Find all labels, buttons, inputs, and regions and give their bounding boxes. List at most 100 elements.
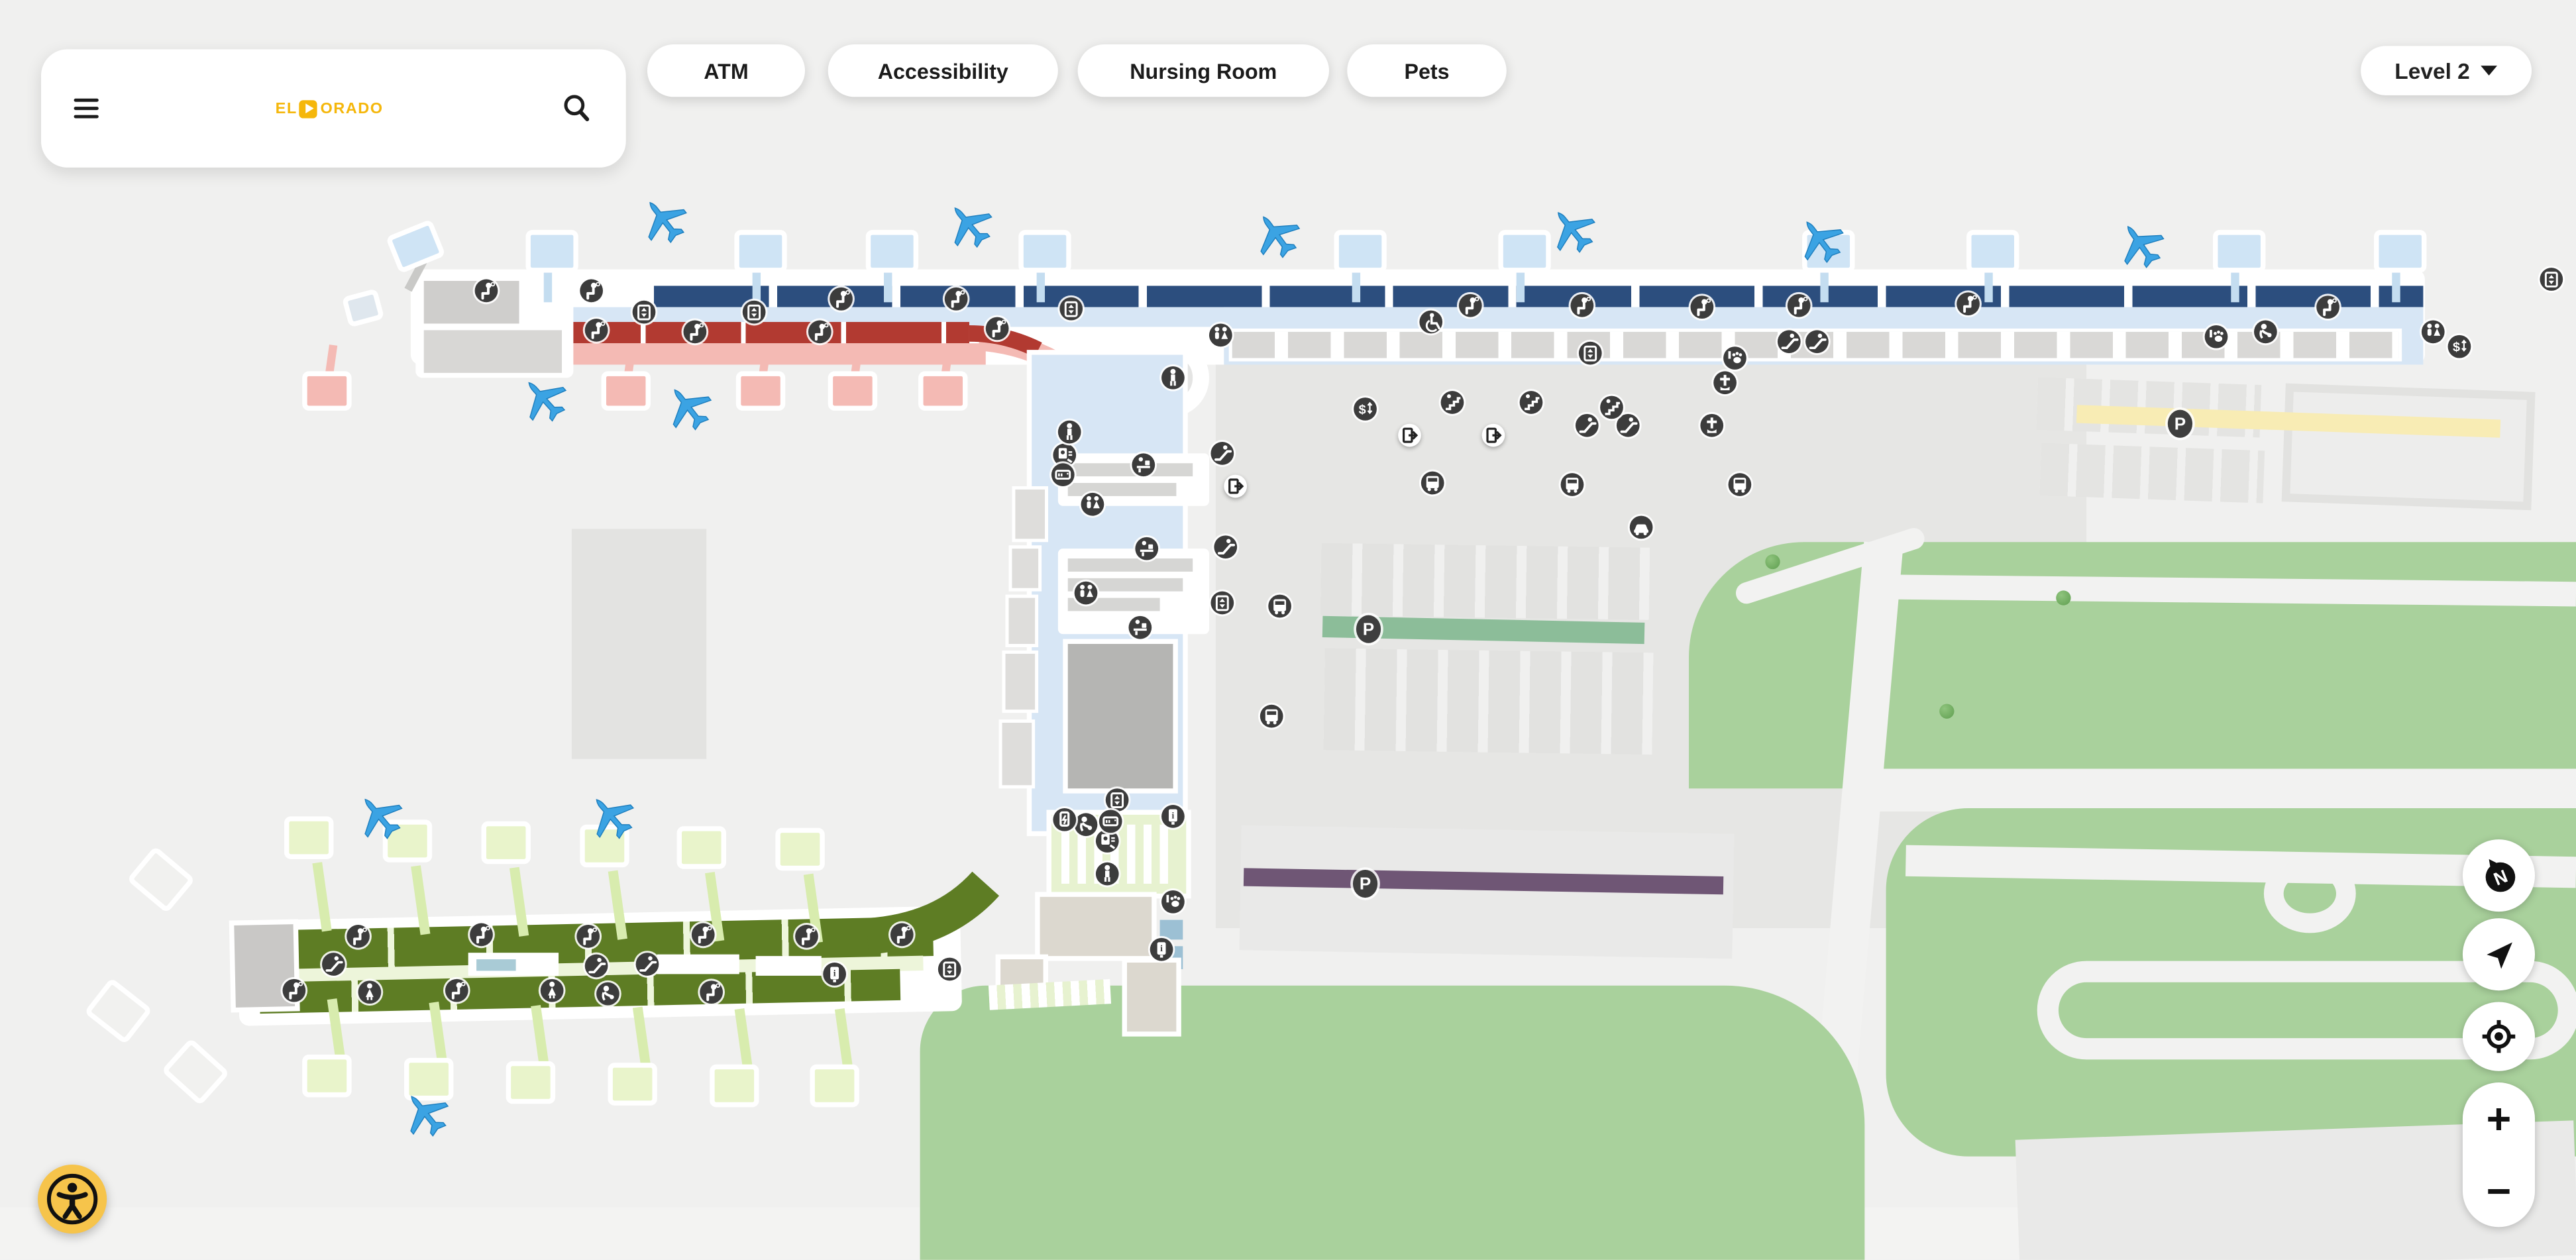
filter-chip-pets[interactable]: Pets	[1347, 44, 1507, 97]
seat-icon[interactable]	[700, 980, 724, 1004]
passport-icon[interactable]	[1095, 829, 1119, 853]
escalator-icon[interactable]	[322, 953, 345, 976]
restroom-w-icon[interactable]	[358, 980, 382, 1004]
nursing-icon[interactable]	[596, 982, 619, 1006]
checkin-icon[interactable]	[1135, 537, 1159, 560]
charging-icon[interactable]	[1053, 808, 1077, 831]
parking-marker[interactable]: P	[1356, 615, 1381, 643]
car-icon[interactable]	[1629, 515, 1653, 539]
elevator-icon[interactable]	[2540, 268, 2563, 291]
info-icon[interactable]: i	[823, 963, 846, 986]
parking-marker[interactable]: P	[1352, 869, 1378, 898]
escalator-icon[interactable]	[1575, 413, 1599, 437]
bus-icon[interactable]	[1268, 594, 1291, 618]
seat-icon[interactable]	[683, 320, 707, 344]
parking-marker[interactable]: P	[2167, 409, 2193, 438]
stairs-icon[interactable]	[1600, 395, 1623, 419]
ticket-icon[interactable]	[1099, 810, 1122, 833]
checkin-icon[interactable]	[1128, 615, 1152, 639]
restroom-icon[interactable]	[1208, 323, 1232, 347]
locate-button[interactable]	[2462, 1002, 2536, 1071]
seat-icon[interactable]	[830, 287, 853, 311]
seat-icon[interactable]	[474, 279, 498, 303]
seat-icon[interactable]	[580, 279, 604, 303]
navigation-button[interactable]	[2462, 918, 2536, 991]
seat-icon[interactable]	[470, 923, 493, 947]
stairs-icon[interactable]	[1519, 391, 1543, 414]
seat-icon[interactable]	[584, 319, 608, 342]
elevator-icon[interactable]	[1059, 297, 1083, 321]
chapel-icon[interactable]	[1713, 371, 1737, 395]
seat-icon[interactable]	[1957, 292, 1980, 316]
escalator-icon[interactable]	[1777, 330, 1801, 354]
elevator-icon[interactable]	[1578, 341, 1602, 365]
pets-icon[interactable]	[1161, 890, 1185, 914]
person-icon[interactable]	[1057, 420, 1081, 444]
elevator-icon[interactable]	[1105, 788, 1129, 812]
escalator-icon[interactable]	[1210, 442, 1234, 465]
pets-icon[interactable]	[2204, 325, 2228, 348]
seat-icon[interactable]	[944, 287, 968, 311]
entrance-icon[interactable]	[1224, 474, 1248, 498]
bus-icon[interactable]	[1728, 473, 1752, 496]
wheelchair-icon[interactable]	[1419, 310, 1443, 334]
elevator-icon[interactable]	[1210, 591, 1234, 615]
restroom-icon[interactable]	[1074, 581, 1098, 605]
seat-icon[interactable]	[576, 925, 600, 948]
seat-icon[interactable]	[795, 925, 818, 948]
info-icon[interactable]: i	[1150, 937, 1173, 961]
nursing-icon[interactable]	[1074, 813, 1098, 837]
search-button[interactable]	[561, 92, 594, 125]
seat-icon[interactable]	[1787, 293, 1811, 317]
restroom-icon[interactable]	[1081, 492, 1104, 516]
zoom-out-button[interactable]: −	[2486, 1166, 2512, 1216]
filter-chip-nursing-room[interactable]: Nursing Room	[1077, 44, 1329, 97]
seat-icon[interactable]	[347, 925, 370, 948]
escalator-icon[interactable]	[635, 953, 659, 976]
restroom-w-icon[interactable]	[540, 978, 564, 1002]
info-icon[interactable]: i	[1161, 805, 1185, 828]
seat-icon[interactable]	[445, 978, 468, 1002]
elevator-icon[interactable]	[632, 300, 656, 324]
menu-button[interactable]	[74, 93, 99, 123]
nursing-icon[interactable]	[2254, 320, 2277, 344]
escalator-icon[interactable]	[1214, 535, 1238, 559]
chapel-icon[interactable]	[1700, 413, 1724, 437]
seat-icon[interactable]	[1570, 293, 1594, 317]
ticket-icon[interactable]	[1051, 463, 1075, 486]
stairs-icon[interactable]	[1440, 391, 1464, 414]
seat-icon[interactable]	[890, 923, 914, 947]
seat-icon[interactable]	[2316, 295, 2339, 319]
escalator-icon[interactable]	[584, 954, 608, 978]
compass-button[interactable]: N	[2462, 839, 2536, 912]
entrance-icon[interactable]	[1481, 423, 1505, 447]
level-selector[interactable]: Level 2	[2361, 46, 2532, 95]
zoom-in-button[interactable]: +	[2486, 1094, 2512, 1143]
checkin-icon[interactable]	[1132, 453, 1155, 477]
elevator-icon[interactable]	[938, 957, 961, 981]
exchange-icon[interactable]: $	[1354, 397, 1377, 421]
filter-chip-atm[interactable]: ATM	[647, 44, 806, 97]
bus-icon[interactable]	[1560, 473, 1584, 496]
escalator-icon[interactable]	[1616, 413, 1640, 437]
pets-icon[interactable]	[1723, 346, 1746, 370]
seat-icon[interactable]	[985, 317, 1009, 341]
restroom-icon[interactable]	[2421, 320, 2445, 344]
seat-icon[interactable]	[1458, 293, 1482, 317]
exchange-icon[interactable]: $	[2447, 335, 2471, 358]
seat-icon[interactable]	[282, 978, 306, 1002]
bus-icon[interactable]	[1421, 471, 1444, 495]
accessibility-widget-button[interactable]	[38, 1165, 107, 1234]
escalator-icon[interactable]	[1805, 330, 1829, 354]
elevator-icon[interactable]	[742, 300, 766, 324]
person-icon[interactable]	[1161, 366, 1185, 390]
bus-icon[interactable]	[1260, 704, 1283, 728]
person-icon[interactable]	[1095, 862, 1119, 886]
filter-chip-accessibility[interactable]: Accessibility	[828, 44, 1058, 97]
entrance-icon[interactable]	[1398, 423, 1421, 447]
seat-icon[interactable]	[1690, 295, 1714, 319]
seat-icon[interactable]	[691, 923, 715, 947]
seat-icon[interactable]	[808, 320, 832, 344]
passport-icon[interactable]	[1053, 443, 1077, 467]
